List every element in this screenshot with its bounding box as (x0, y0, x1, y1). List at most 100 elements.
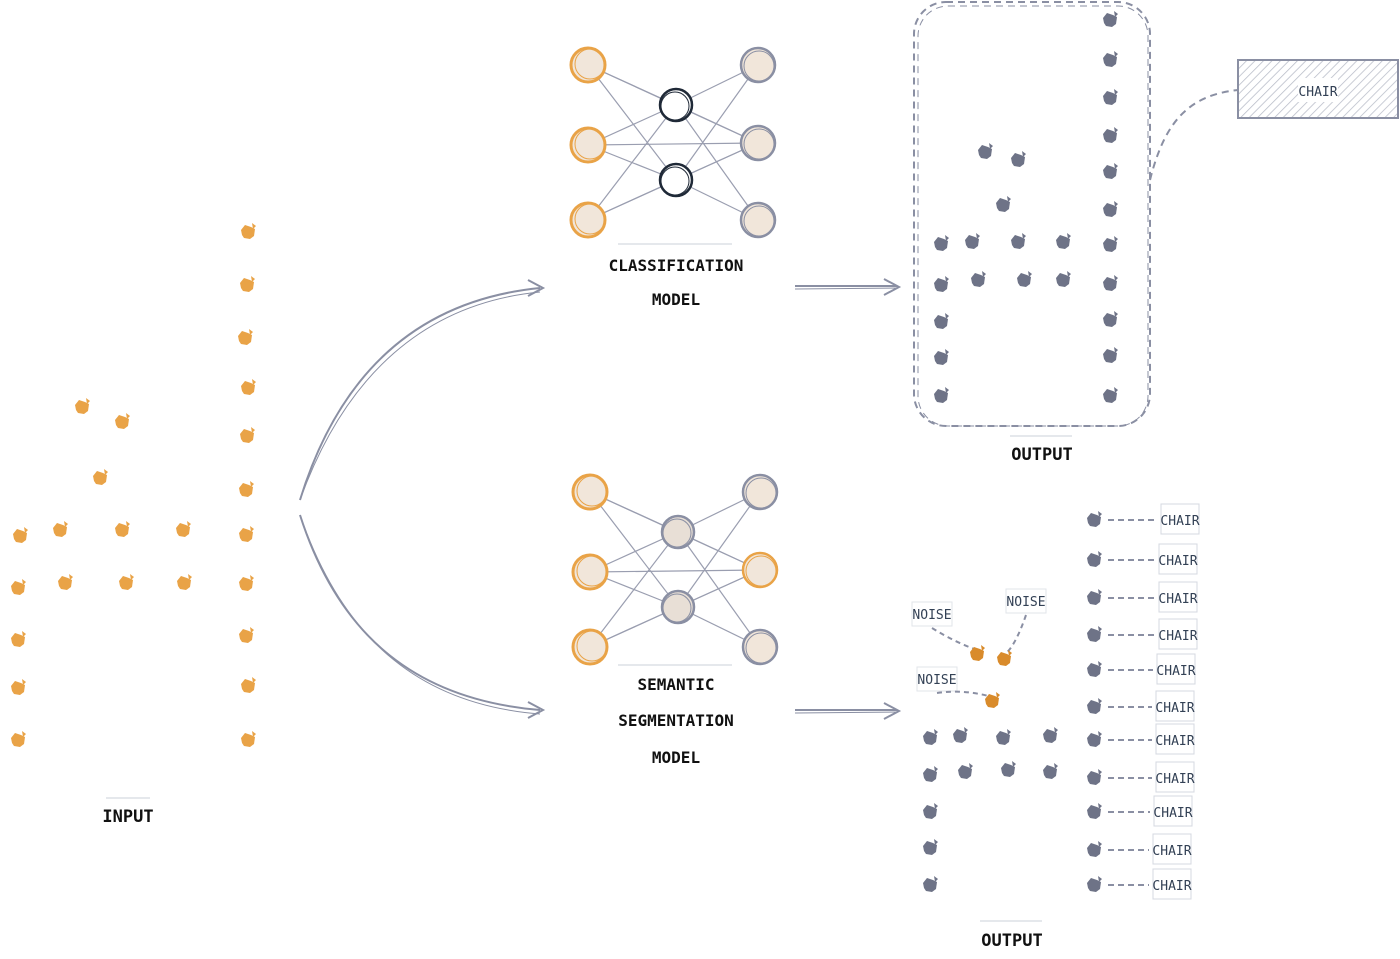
segment-chair-label: CHAIR (1158, 629, 1197, 644)
output-point (1103, 275, 1118, 291)
segment-connectors (1108, 519, 1157, 886)
classification-title: CLASSIFICATION MODEL (609, 243, 744, 309)
input-point (241, 731, 256, 747)
output-top-label: OUTPUT (1011, 445, 1072, 465)
segmentation-label-3: MODEL (652, 748, 700, 767)
segment-chair-label: CHAIR (1152, 844, 1191, 859)
output-point (1087, 551, 1102, 567)
segment-chair-label: CHAIR (1158, 592, 1197, 607)
output-point (1103, 163, 1118, 179)
segment-chair-tag: CHAIR (1160, 503, 1200, 535)
output-node-icon (739, 46, 777, 84)
arrow-to-classification-icon (299, 287, 541, 501)
arrows-to-outputs (794, 278, 902, 720)
input-point (13, 527, 28, 543)
input-point (238, 329, 253, 345)
input-point (115, 521, 130, 537)
noise-annotation: NOISE (997, 588, 1047, 666)
output-point (1056, 271, 1071, 287)
classification-label-2: MODEL (652, 290, 700, 309)
output-point (996, 196, 1011, 212)
segment-chair-label: CHAIR (1153, 806, 1192, 821)
input-point (241, 223, 256, 239)
output-point (1087, 626, 1102, 642)
segment-chair-tag: CHAIR (1152, 868, 1192, 900)
output-point (923, 803, 938, 819)
input-point (240, 427, 255, 443)
classification-output-point-cloud (934, 11, 1118, 403)
class-chair-tag: CHAIR (1237, 59, 1399, 119)
class-connector-icon (1149, 89, 1239, 181)
segment-chair-tag: CHAIR (1156, 653, 1196, 685)
input-point (115, 413, 130, 429)
hidden-node-icon (658, 87, 694, 123)
output-node-icon (739, 124, 777, 162)
output-bottom-label: OUTPUT (981, 931, 1042, 951)
segment-chair-tag: CHAIR (1158, 543, 1198, 575)
class-chair-label: CHAIR (1298, 85, 1337, 100)
noise-label: NOISE (912, 608, 951, 623)
input-point (239, 627, 254, 643)
input-title: INPUT (102, 797, 154, 827)
output-point (1087, 769, 1102, 785)
output-point (1087, 698, 1102, 714)
hidden-node-icon (660, 589, 696, 625)
output-point (1087, 876, 1102, 892)
segmentation-label-1: SEMANTIC (637, 675, 714, 694)
input-point (119, 574, 134, 590)
hidden-node-icon (660, 514, 696, 550)
output-point (923, 839, 938, 855)
output-node-icon (739, 201, 777, 239)
input-point (53, 521, 68, 537)
input-point (11, 631, 26, 647)
output-point (1043, 727, 1058, 743)
input-point (177, 574, 192, 590)
segment-chair-tag: CHAIR (1158, 581, 1198, 613)
segment-chair-label: CHAIR (1155, 772, 1194, 787)
arrows-to-models (299, 279, 546, 719)
input-point (176, 521, 191, 537)
output-point (934, 349, 949, 365)
segment-chair-label: CHAIR (1152, 879, 1191, 894)
output-point (923, 729, 938, 745)
classification-output-boundary (913, 1, 1151, 427)
output-point (1087, 589, 1102, 605)
input-point (239, 575, 254, 591)
input-point (11, 731, 26, 747)
segment-chair-tag: CHAIR (1153, 795, 1193, 827)
input-point (241, 677, 256, 693)
input-point (241, 379, 256, 395)
output-point (1056, 233, 1071, 249)
noise-annotation: NOISE (916, 666, 1000, 708)
input-point (58, 574, 73, 590)
output-point (1103, 347, 1118, 363)
output-top-title: OUTPUT (1010, 435, 1073, 465)
output-point (1043, 763, 1058, 779)
noise-point (997, 650, 1012, 666)
output-point (1087, 661, 1102, 677)
output-point (923, 876, 938, 892)
output-point (996, 729, 1011, 745)
output-point (965, 233, 980, 249)
output-point (1103, 387, 1118, 403)
output-point (1011, 233, 1026, 249)
output-point (1001, 761, 1016, 777)
noise-label: NOISE (1006, 595, 1045, 610)
segmentation-output-point-cloud (923, 511, 1102, 892)
output-point (1087, 803, 1102, 819)
input-point (239, 526, 254, 542)
segment-chair-label: CHAIR (1156, 664, 1195, 679)
output-node-icon (741, 473, 779, 511)
output-point (923, 766, 938, 782)
output-point (1017, 271, 1032, 287)
output-point (1103, 89, 1118, 105)
classification-label-1: CLASSIFICATION (609, 256, 744, 275)
noise-label: NOISE (917, 673, 956, 688)
output-point (1011, 151, 1026, 167)
input-point (11, 579, 26, 595)
output-point (1103, 236, 1118, 252)
output-point (1103, 11, 1118, 27)
segment-chair-label: CHAIR (1158, 554, 1197, 569)
output-point (1103, 311, 1118, 327)
